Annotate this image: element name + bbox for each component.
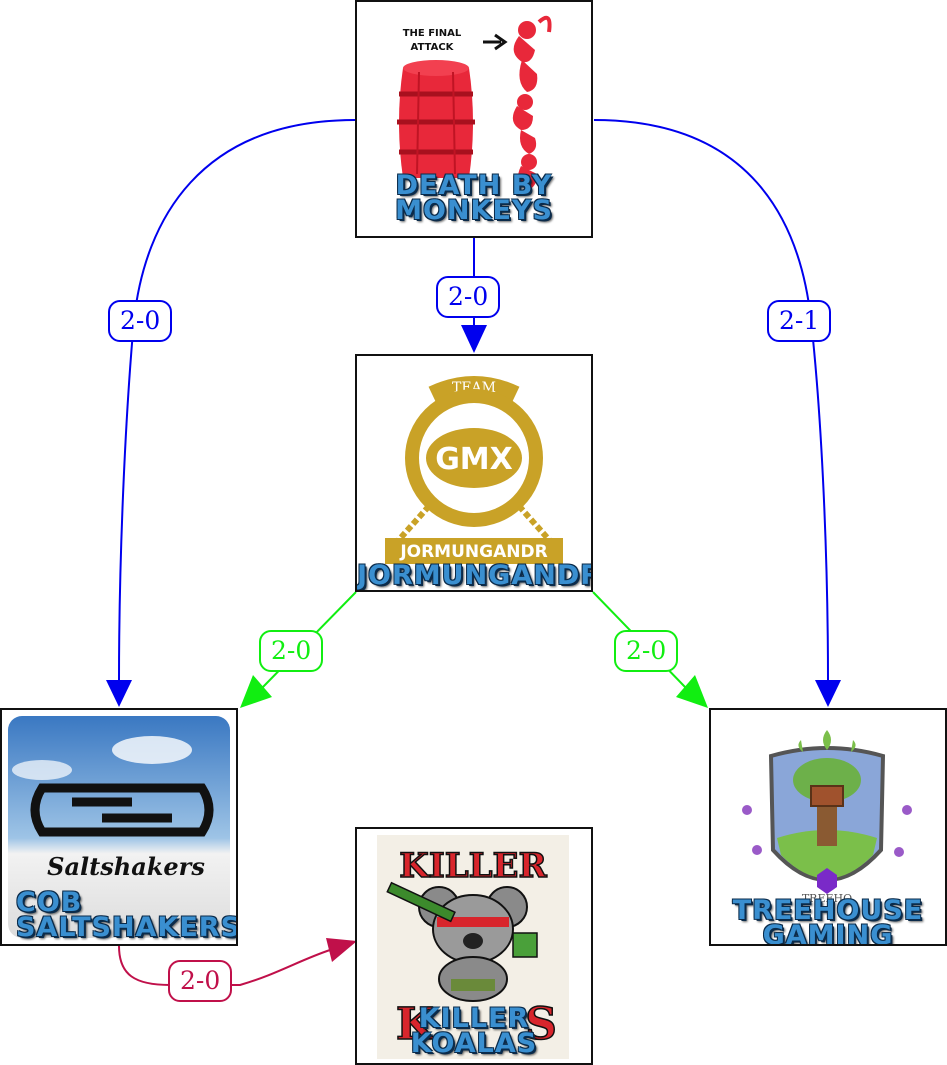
edge-label-jormungandr-saltshakers: 2-0: [259, 630, 324, 672]
node-jormungandr[interactable]: TEAM GMX JORMUNGANDR JORMUNGANDR: [355, 354, 593, 592]
label-line: KOALAS: [410, 1028, 538, 1059]
logo-s-text: S: [525, 999, 557, 1050]
death-by-monkeys-logo: THE FINAL ATTACK: [397, 15, 552, 190]
arrowhead-jormungandr-from-monkeys: [461, 325, 487, 353]
flower-icon: [742, 805, 752, 815]
cob-emblem-icon: [30, 783, 214, 837]
logo-banner-text: JORMUNGANDR: [399, 542, 547, 562]
logo-text-line1: THE FINAL: [403, 28, 462, 39]
label-line: MONKEYS: [395, 195, 553, 226]
barrel-icon: [397, 60, 475, 178]
node-treehouse-gaming[interactable]: TREEHO TREEHOUSE GAMING: [709, 708, 947, 946]
flower-icon: [894, 847, 904, 857]
logo-gmx-text: GMX: [435, 442, 513, 477]
label-line: JORMUNGANDR: [357, 560, 593, 591]
arrowhead-treehouse-from-jormungandr: [676, 675, 708, 708]
logo-saltshakers-text: Saltshakers: [47, 852, 205, 881]
label-line: COB: [16, 887, 83, 918]
edge-label-saltshakers-koalas: 2-0: [168, 960, 233, 1002]
label-line: DEATH BY: [395, 170, 553, 201]
edge-label-monkeys-treehouse: 2-1: [767, 300, 832, 342]
node-killer-koalas-label: KILLER KOALAS: [357, 1003, 591, 1059]
serpent-ring-icon: [405, 389, 543, 527]
koala-mascot-icon: [386, 881, 538, 1002]
logo-text-line2: ATTACK: [411, 42, 455, 53]
node-cob-saltshakers-label: COB SALTSHAKERS: [2, 887, 238, 943]
label-line: SALTSHAKERS: [16, 912, 238, 943]
logo-k-text: K: [396, 999, 436, 1050]
edge-label-jormungandr-treehouse: 2-0: [614, 630, 679, 672]
monkey-chain-icon: [512, 15, 552, 190]
node-death-by-monkeys-label: DEATH BY MONKEYS: [357, 170, 591, 226]
chain-icon: [394, 504, 554, 544]
arrowhead-saltshakers-from-jormungandr: [240, 675, 272, 708]
flower-icon: [752, 845, 762, 855]
edge-monkeys-to-treehouse: [593, 119, 829, 681]
saltshakers-logo: Saltshakers: [8, 716, 230, 938]
treehouse-logo: TREEHO: [742, 730, 912, 905]
arrow-right-icon: [483, 33, 508, 51]
logo-banner-text: TREEHO: [802, 892, 852, 905]
node-treehouse-gaming-label: TREEHOUSE GAMING: [711, 895, 945, 946]
label-line: TREEHOUSE: [732, 895, 924, 926]
label-line: GAMING: [762, 920, 894, 946]
node-death-by-monkeys[interactable]: THE FINAL ATTACK DEATH BY MONKEYS: [355, 0, 593, 238]
node-cob-saltshakers[interactable]: Saltshakers COB SALTSHAKERS: [0, 708, 238, 946]
arrowhead-saltshakers-from-monkeys: [106, 680, 132, 707]
killer-koalas-logo: KILLER K S: [377, 835, 569, 1059]
jormungandr-logo: TEAM GMX JORMUNGANDR: [385, 376, 563, 564]
node-killer-koalas[interactable]: KILLER K S KILLER KOALAS: [355, 827, 593, 1065]
die-icon: [817, 868, 837, 894]
arrowhead-koalas-from-saltshakers: [326, 938, 357, 962]
edge-label-monkeys-saltshakers: 2-0: [108, 300, 173, 342]
edge-monkeys-to-saltshakers: [118, 119, 356, 681]
arrowhead-treehouse-from-monkeys: [815, 680, 841, 707]
flower-icon: [902, 805, 912, 815]
label-line: KILLER: [418, 1003, 530, 1034]
node-jormungandr-label: JORMUNGANDR: [357, 560, 593, 591]
logo-killer-text: KILLER: [399, 846, 547, 886]
edge-label-monkeys-jormungandr: 2-0: [436, 276, 501, 318]
